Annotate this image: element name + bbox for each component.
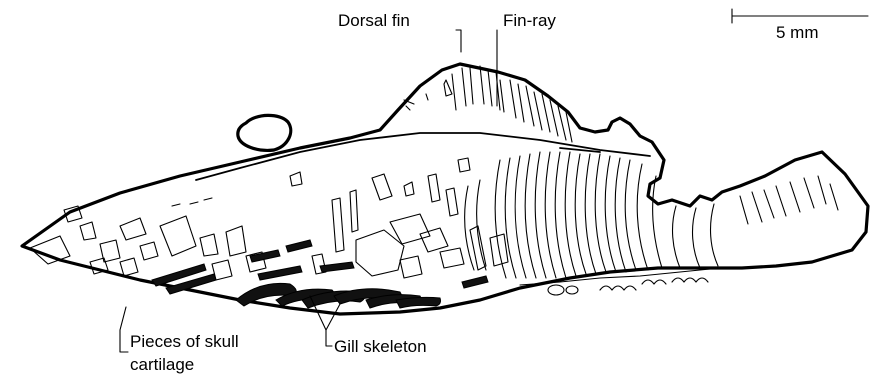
scale-bar-label: 5 mm: [776, 23, 819, 42]
gill-skeleton-label: Gill skeleton: [334, 337, 427, 356]
skull-cartilage-pieces: [30, 198, 266, 280]
body-outline: [22, 64, 868, 314]
tail-fin-rays: [740, 176, 838, 224]
scale-bar: 5 mm: [732, 9, 868, 42]
ribs: [465, 152, 718, 278]
skull-cartilage-label-line2: cartilage: [130, 355, 194, 374]
cranial-bones: [290, 158, 508, 278]
fin-ray-label: Fin-ray: [503, 11, 556, 30]
skull-cartilage-label-line1: Pieces of skull: [130, 332, 239, 351]
dorsal-fin-label: Dorsal fin: [338, 11, 410, 30]
fossil-fragment: [238, 115, 291, 150]
